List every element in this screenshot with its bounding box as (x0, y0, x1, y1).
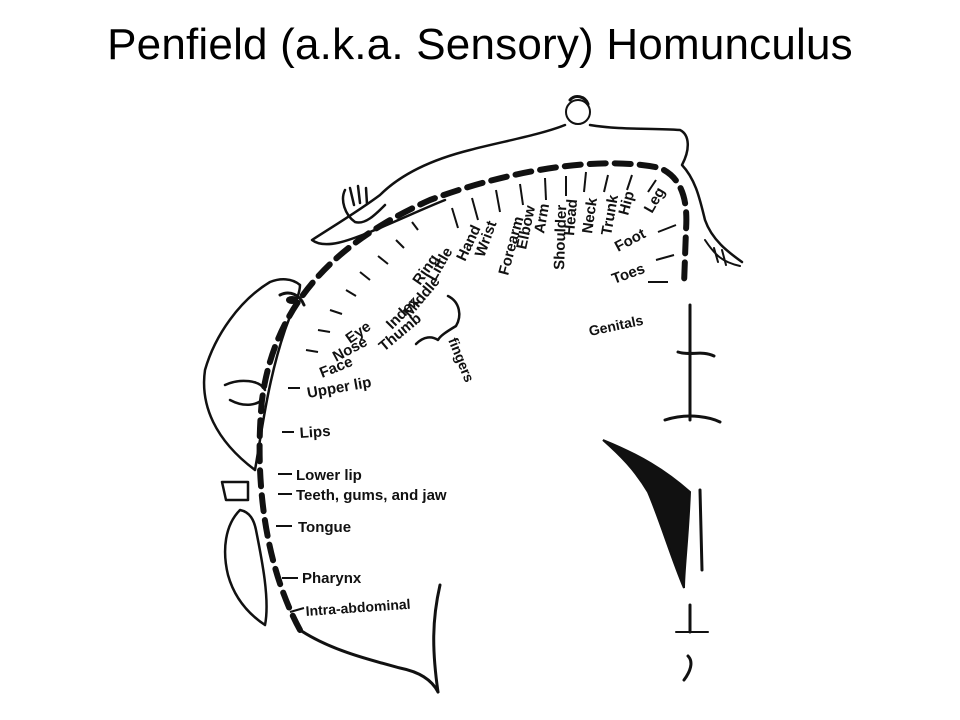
label-lips: Lips (299, 423, 331, 442)
label-genitals: Genitals (587, 312, 645, 339)
label-upper-lip: Upper lip (306, 374, 373, 402)
fingers-bracket (414, 294, 461, 346)
cortex-arc (256, 160, 690, 694)
label-teeth-gums-jaw: Teeth, gums, and jaw (296, 487, 447, 504)
label-foot: Foot (612, 225, 649, 255)
midline-structures (602, 303, 722, 682)
label-tongue: Tongue (298, 519, 351, 536)
label-pharynx: Pharynx (302, 570, 362, 587)
label-toes: Toes (610, 260, 648, 288)
label-arm: Arm (531, 202, 553, 235)
page-title: Penfield (a.k.a. Sensory) Homunculus (107, 20, 853, 69)
label-fingers: fingers (445, 335, 477, 384)
label-trunk: Trunk (598, 193, 622, 237)
label-shoulder: Shoulder (551, 204, 570, 270)
label-hip: Hip (615, 189, 638, 217)
label-intra-abdominal: Intra-abdominal (305, 596, 411, 619)
body-part-labels: Genitals Toes Foot Leg Hip Trunk Neck He… (296, 184, 669, 619)
label-lower-lip: Lower lip (296, 467, 362, 484)
label-neck: Neck (579, 196, 601, 235)
label-leg: Leg (641, 184, 669, 216)
label-head: Head (561, 198, 581, 236)
label-ticks (276, 171, 677, 613)
homunculus-figure (202, 95, 744, 627)
